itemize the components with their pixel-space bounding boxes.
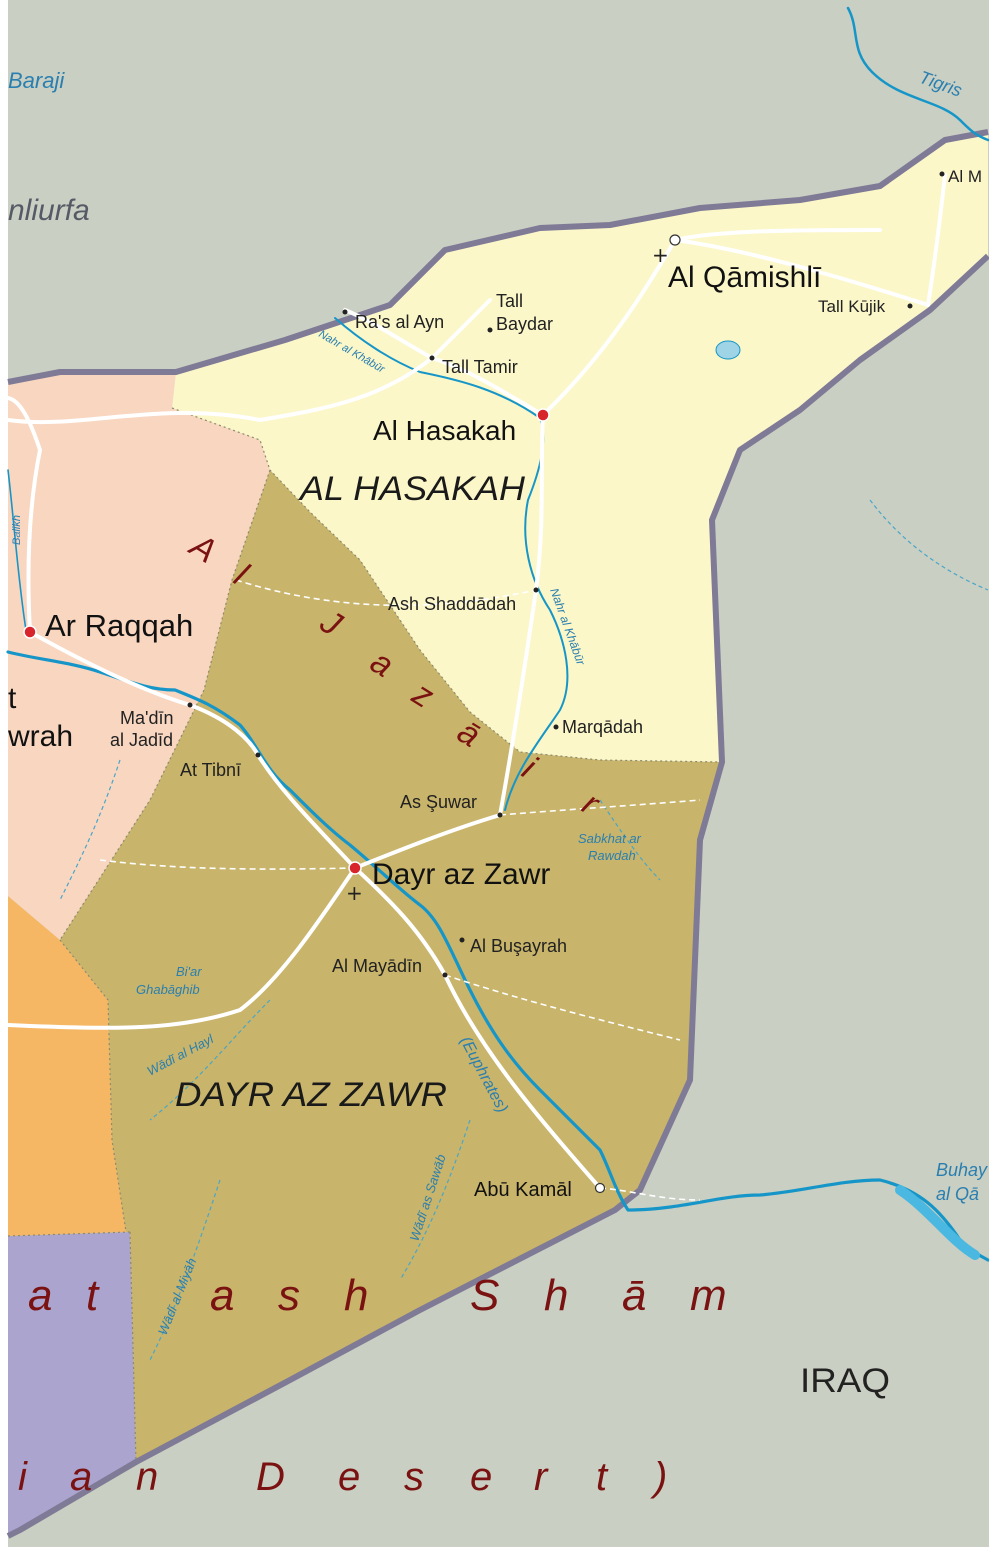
town-dot-madin [187,702,193,708]
label-buhayrat-1: Buhay [936,1160,988,1180]
spaced-sham-letter: h [544,1271,568,1320]
spaced-sham-letter: t [86,1271,100,1320]
international-border [7,129,989,385]
label-sabkhat-1: Sabkhat ar [578,831,642,846]
label-iraq: IRAQ [800,1362,890,1400]
city-dot-al-hasakah [536,408,550,422]
label-ar-raqqah: Ar Raqqah [45,608,193,643]
spaced-sham-letter: a [210,1271,234,1320]
spaced-desert-letter: e [470,1455,492,1499]
spaced-desert-letter: ) [650,1455,667,1499]
town-dot-al-m [939,171,945,177]
label-al-hasakah-region: AL HASAKAH [298,470,526,508]
town-dot-ras-al-ayn [342,309,348,315]
label-tall-baydar-1: Tall [496,291,523,311]
spaced-desert-letter: e [338,1455,360,1499]
city-markers: + + [23,171,945,1194]
wadis [59,499,989,1361]
euphrates-river [6,650,989,1262]
label-sanliurfa: nliurfa [8,194,90,227]
region-dayr-az-zawr [60,470,722,1462]
region-orange [8,896,126,1236]
spaced-desert-letter: i [18,1455,28,1499]
label-marqadah: Marqādah [562,717,643,737]
balikh-river [7,469,27,631]
tigris-river [846,6,989,142]
airport-icon-dayr: + [346,881,363,905]
label-buhayrat-2: al Qā [936,1184,979,1204]
label-bir-2: Ghabāghib [136,982,200,997]
town-dot-tall-tamir [429,355,435,361]
province-borders [7,407,723,1463]
town-dot-marqadah [553,724,559,730]
spaced-sham-letter: S [470,1271,499,1320]
label-dayr-az-zawr-city: Dayr az Zawr [372,858,550,891]
label-madin-2: al Jadīd [110,730,173,750]
lake-small [715,340,741,360]
label-abu-kamal: Abū Kamāl [474,1179,572,1201]
spaced-desert-letter: a [70,1455,92,1499]
spaced-desert-letter: r [534,1455,549,1499]
label-ash-shaddadah: Ash Shaddādah [388,594,516,614]
spaced-sham-letter: h [344,1271,368,1320]
left-margin [0,0,8,1547]
lake-buhayrat [895,1185,980,1260]
town-dot-al-busayrah [459,937,465,943]
spaced-desert-letter: s [404,1455,424,1499]
label-tall-baydar-2: Baydar [496,314,553,334]
label-bir-1: Bi'ar [176,964,202,979]
spaced-sham-letter: ā [622,1271,646,1320]
spaced-desert-letter: t [596,1455,609,1499]
spaced-sham-letter: s [278,1271,300,1320]
spaced-sham-letter: m [690,1271,727,1320]
label-al-hasakah-city: Al Hasakah [373,415,516,446]
label-sabkhat-2: Rawdah [588,848,636,863]
city-dot-ar-raqqah [23,625,37,639]
label-at-tibni: At Tibnī [180,760,241,780]
label-al-m: Al M [948,167,982,186]
international-border-east [6,253,989,1539]
town-dot-tall-kujik [907,303,913,309]
label-thawrah-2: wrah [7,720,73,753]
town-dot-ash-shaddadah [533,587,539,593]
secondary-roads [99,579,701,1201]
city-dot-abu-kamal [594,1182,606,1194]
region-al-hasakah [172,132,988,762]
region-purple [8,1232,136,1536]
city-dot-dayr-az-zawr [348,861,362,875]
region-raqqah [8,372,270,940]
label-baraji: Baraji [8,68,65,93]
label-as-suwar: As Şuwar [400,792,477,812]
label-tall-kujik: Tall Kūjik [818,297,886,316]
label-thawrah-1: t [8,682,17,715]
khabur-river [334,317,569,811]
town-dot-at-tibni [255,752,261,758]
town-dot-al-mayadin [442,972,448,978]
label-al-mayadin: Al Mayādīn [332,956,422,976]
town-dot-tall-baydar [487,327,493,333]
label-ras-al-ayn: Ra's al Ayn [355,312,444,332]
town-dot-as-suwar [497,812,503,818]
label-al-busayrah: Al Buşayrah [470,936,567,956]
spaced-desert-letter: D [256,1455,285,1499]
label-al-qamishli: Al Qāmishlī [668,261,822,294]
rivers [6,6,989,1262]
city-dot-al-qamishli [669,234,681,246]
label-madin-1: Ma'dīn [120,708,173,728]
roads [6,173,947,1190]
label-dayr-az-zawr-region: DAYR AZ ZAWR [175,1076,447,1114]
spaced-desert-letter: n [136,1455,158,1499]
label-tall-tamir: Tall Tamir [442,357,518,377]
label-balikh: Balikh [11,515,23,545]
airport-icon-qamishli: + [652,243,669,267]
spaced-sham-letter: a [28,1271,52,1320]
